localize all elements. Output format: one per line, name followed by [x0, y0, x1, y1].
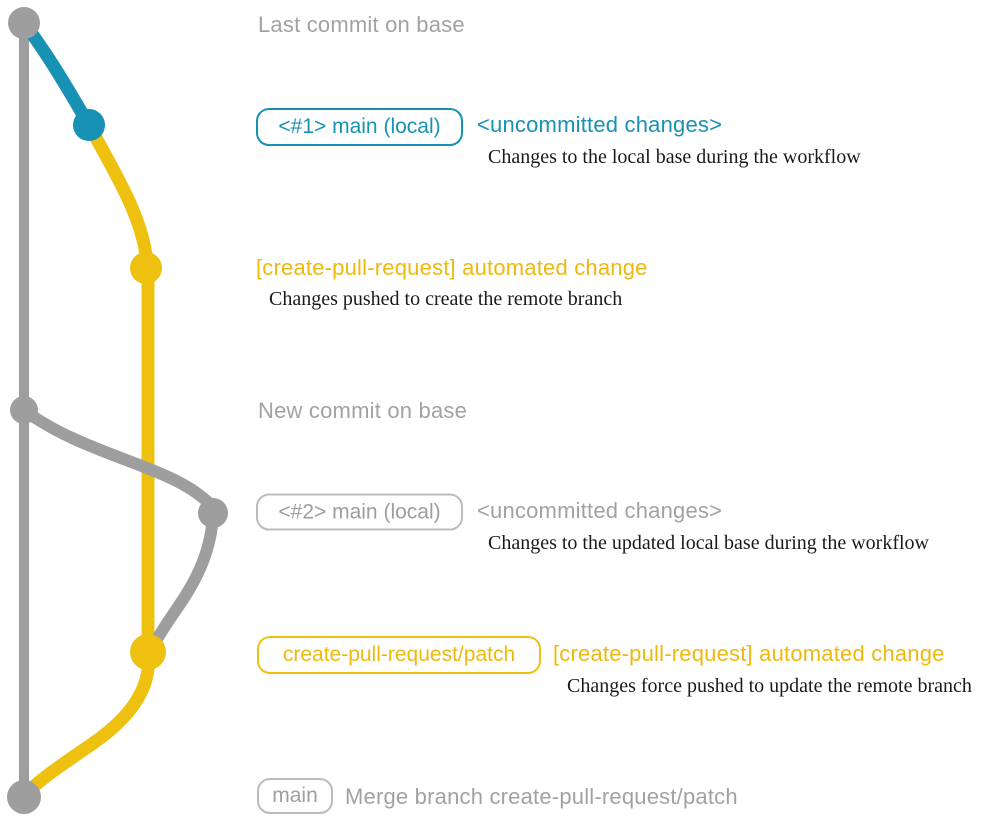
annotation-uncommitted-changes-2-desc: Changes to the updated local base during… [488, 532, 929, 554]
branch-label-main-local-1: <#1> main (local) [256, 108, 463, 146]
annotation-automated-change-1: [create-pull-request] automated change [256, 254, 648, 280]
annotation-automated-change-2: [create-pull-request] automated change [553, 640, 945, 666]
annotation-uncommitted-changes-1-desc: Changes to the local base during the wor… [488, 146, 861, 168]
branch-label-main: main [257, 778, 333, 814]
commit-dot-merge [7, 780, 41, 814]
commit-dot-patch-2 [130, 634, 166, 670]
commit-dot-main-local-1 [73, 109, 105, 141]
commit-dot-patch-1 [130, 252, 162, 284]
branch-label-main-local-2: <#2> main (local) [256, 493, 463, 531]
main-local-2-branch-line [18, 404, 220, 657]
patch-merge-line [19, 645, 156, 801]
branch-label-main-local-2-text: <#2> main (local) [278, 500, 441, 523]
annotation-merge-branch: Merge branch create-pull-request/patch [345, 783, 738, 809]
annotation-automated-change-2-desc: Changes force pushed to update the remot… [567, 675, 972, 697]
branch-label-patch-text: create-pull-request/patch [282, 643, 516, 666]
branch-label-main-text: main [272, 784, 318, 807]
patch-branch-line [82, 118, 155, 659]
main-local-branch-line [17, 16, 96, 132]
annotation-automated-change-1-desc: Changes pushed to create the remote bran… [269, 288, 623, 310]
annotation-new-commit-on-base: New commit on base [258, 397, 468, 423]
annotation-uncommitted-changes-1: <uncommitted changes> [477, 111, 723, 137]
branch-label-patch: create-pull-request/patch [257, 636, 541, 674]
annotation-last-commit-on-base: Last commit on base [258, 11, 465, 37]
annotation-uncommitted-changes-2: <uncommitted changes> [477, 497, 723, 523]
commit-dot-last-base [8, 7, 40, 39]
commit-dot-main-local-2 [198, 498, 228, 528]
branch-label-main-local-1-text: <#1> main (local) [278, 115, 441, 138]
commit-dot-new-base [10, 396, 38, 424]
